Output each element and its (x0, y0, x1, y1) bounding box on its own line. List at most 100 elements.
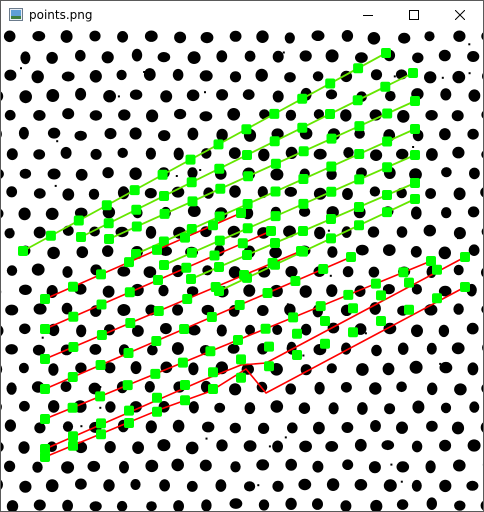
green-marker (326, 233, 336, 244)
black-dot (396, 421, 408, 434)
black-dot (453, 30, 466, 42)
black-dot (129, 89, 143, 100)
speck (468, 43, 471, 46)
green-marker (410, 96, 420, 106)
black-dot (454, 383, 467, 396)
green-marker (68, 431, 78, 442)
black-dot (354, 128, 365, 139)
green-marker (233, 335, 243, 345)
black-dot (441, 167, 452, 178)
black-dot (312, 71, 324, 82)
black-dot (412, 400, 425, 414)
black-dot (285, 383, 297, 395)
black-dot (383, 479, 397, 492)
black-dot (397, 342, 409, 355)
green-marker (40, 444, 50, 454)
green-marker (354, 174, 365, 185)
black-dot (172, 68, 184, 81)
green-marker (343, 289, 354, 300)
black-dot (453, 264, 464, 276)
black-dot (201, 499, 212, 511)
title-bar[interactable]: points.png (1, 1, 483, 29)
black-dot (132, 325, 144, 337)
black-dot (439, 439, 452, 452)
black-dot (467, 439, 481, 452)
speck (376, 306, 379, 309)
black-dot (382, 362, 395, 376)
black-dot (370, 69, 383, 81)
green-marker (269, 108, 280, 119)
black-dot (424, 31, 435, 42)
green-marker (177, 357, 188, 368)
close-button[interactable] (437, 1, 483, 29)
black-dot (299, 285, 312, 298)
black-dot (230, 461, 241, 473)
green-marker (124, 287, 135, 298)
black-dot (45, 207, 59, 220)
green-marker (236, 372, 246, 383)
black-dot (47, 168, 61, 180)
green-marker (96, 330, 107, 340)
black-dot (146, 109, 159, 123)
black-dot (453, 459, 466, 472)
black-dot (130, 361, 142, 375)
black-dot (396, 226, 408, 238)
black-dot (130, 479, 141, 490)
speck (41, 336, 44, 339)
green-marker (68, 342, 79, 352)
black-dot (467, 362, 479, 376)
black-dot (117, 266, 131, 277)
green-marker (325, 78, 336, 89)
speck (291, 151, 294, 154)
black-dot (144, 188, 157, 199)
black-dot (4, 419, 17, 432)
black-dot (187, 205, 201, 217)
black-dot (284, 186, 297, 197)
green-marker (186, 247, 197, 258)
black-dot (481, 384, 483, 393)
black-dot (216, 89, 229, 101)
black-dot (480, 500, 483, 511)
black-dot (243, 440, 257, 452)
black-dot (159, 479, 171, 492)
black-dot (186, 480, 198, 492)
black-dot (173, 147, 184, 161)
black-dot (438, 49, 451, 62)
black-dot (216, 324, 227, 337)
image-viewport[interactable] (1, 29, 483, 511)
minimize-button[interactable] (345, 1, 391, 29)
black-dot (48, 363, 59, 376)
green-marker (298, 174, 309, 184)
green-marker (354, 220, 364, 231)
black-dot (229, 185, 241, 198)
grid-overlay (18, 48, 470, 462)
black-dot (48, 400, 60, 413)
black-dot (188, 401, 199, 414)
green-marker (269, 136, 280, 147)
black-dot (255, 68, 268, 82)
green-marker (67, 372, 78, 382)
black-dot (104, 441, 116, 454)
green-marker (432, 293, 442, 304)
green-marker (325, 109, 335, 119)
green-marker (214, 163, 225, 174)
speck (302, 354, 305, 357)
black-dot (229, 383, 242, 396)
speck (117, 95, 120, 98)
black-dot (5, 304, 19, 316)
speck (286, 303, 289, 306)
black-dot (311, 30, 325, 41)
black-dot (285, 266, 298, 278)
black-dot (158, 284, 169, 297)
maximize-button[interactable] (391, 1, 437, 29)
green-marker (234, 300, 245, 310)
black-dot (89, 30, 101, 42)
black-dot (244, 481, 256, 492)
black-dot (187, 324, 201, 336)
black-dot (409, 168, 422, 181)
black-dot (354, 438, 367, 452)
green-marker (298, 146, 309, 157)
black-dot (3, 30, 16, 43)
black-dot (31, 263, 45, 276)
